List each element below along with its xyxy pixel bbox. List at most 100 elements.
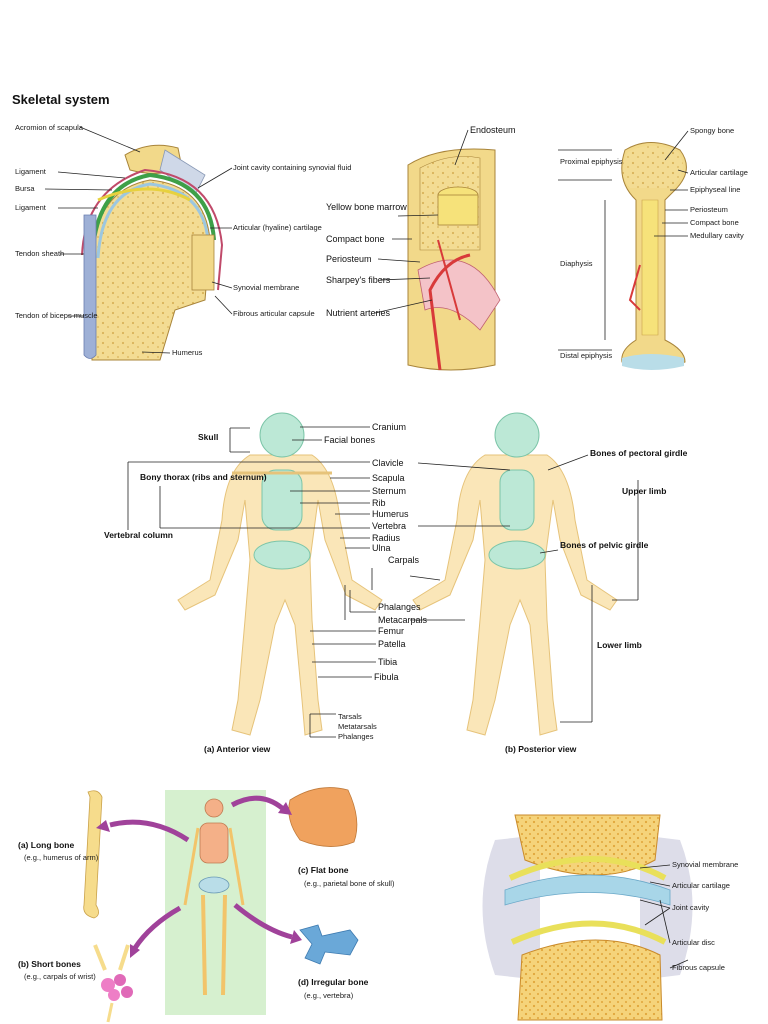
center-label-column: Cranium Facial bones Clavicle Scapula St…: [290, 422, 511, 741]
flat-bone-sample: [288, 787, 358, 847]
label-metatarsals: Metatarsals: [338, 722, 377, 731]
example-short-bones: (e.g., carpals of wrist): [24, 972, 96, 981]
bone-section-figure: Endosteum Yellow bone marrow Compact bon…: [326, 125, 516, 371]
label-cranium: Cranium: [372, 422, 406, 432]
label-articular-cartilage-j: Articular cartilage: [672, 881, 730, 890]
anterior-skull: [259, 412, 305, 458]
label-sternum: Sternum: [372, 486, 406, 496]
short-bones-sample: [93, 944, 133, 1023]
label-endosteum: Endosteum: [470, 125, 516, 135]
label-nutrient-arteries: Nutrient arteries: [326, 308, 391, 318]
title-flat-bone: (c) Flat bone: [298, 865, 349, 875]
group-bony-thorax: Bony thorax (ribs and sternum): [140, 472, 267, 482]
label-medullary-cavity: Medullary cavity: [690, 231, 744, 240]
irregular-bone-sample: [299, 924, 359, 965]
label-humerus-sk: Humerus: [372, 509, 409, 519]
label-compact-bone-lb: Compact bone: [690, 218, 739, 227]
label-tarsals: Tarsals: [338, 712, 362, 721]
label-tendon-sheath: Tendon sheath: [15, 249, 64, 258]
label-distal-epiphysis: Distal epiphysis: [560, 351, 612, 360]
group-skull: Skull: [198, 432, 218, 442]
bone-artery: [628, 264, 641, 311]
caption-anterior: (a) Anterior view: [204, 744, 271, 754]
anterior-ribcage: [261, 469, 303, 531]
long-bone-figure: Proximal epiphysis Diaphysis Distal epip…: [558, 126, 748, 370]
medullary-cavity: [641, 199, 659, 336]
label-patella: Patella: [378, 639, 406, 649]
label-rib: Rib: [372, 498, 386, 508]
label-periosteum: Periosteum: [326, 254, 372, 264]
label-diaphysis: Diaphysis: [560, 259, 593, 268]
bursa-line: [97, 187, 191, 202]
label-carpals: Carpals: [388, 555, 420, 565]
label-fibrous-capsule: Fibrous articular capsule: [233, 309, 315, 318]
label-ligament-2: Ligament: [15, 203, 47, 212]
label-phalanges-hand: Phalanges: [378, 602, 421, 612]
label-spongy-bone: Spongy bone: [690, 126, 734, 135]
lower-cartilage: [510, 920, 667, 945]
label-clavicle: Clavicle: [372, 458, 404, 468]
label-fibrous-capsule-j: Fibrous capsule: [672, 963, 725, 972]
lower-bone-end: [517, 939, 663, 1021]
label-periosteum-lb: Periosteum: [690, 205, 728, 214]
articular-cartilage-line: [96, 182, 210, 259]
example-flat-bone: (e.g., parietal bone of skull): [304, 879, 395, 888]
shoulder-joint-figure: Acromion of scapula Ligament Bursa Ligam…: [15, 123, 351, 361]
skeleton-figure: Skull Bony thorax (ribs and sternum) Ver…: [104, 412, 688, 754]
posterior-ribcage: [499, 469, 535, 531]
anterior-skeleton: [177, 412, 383, 736]
page-title: Skeletal system: [12, 92, 110, 107]
label-epiphyseal-line: Epiphyseal line: [690, 185, 740, 194]
label-ligament-1: Ligament: [15, 167, 47, 176]
label-proximal-epiphysis: Proximal epiphysis: [560, 157, 623, 166]
label-phalanges-foot: Phalanges: [338, 732, 374, 741]
title-long-bone: (a) Long bone: [18, 840, 74, 850]
marrow-cylinder: [437, 194, 479, 226]
group-upper-limb: Upper limb: [622, 486, 666, 496]
label-facial-bones: Facial bones: [324, 435, 376, 445]
label-synovial-membrane-j: Synovial membrane: [672, 860, 738, 869]
label-acromion: Acromion of scapula: [15, 123, 84, 132]
group-vertebral-column: Vertebral column: [104, 530, 173, 540]
posterior-pelvis: [488, 540, 546, 570]
label-articular-cartilage: Articular (hyaline) cartilage: [233, 223, 322, 232]
proximal-spongy: [622, 146, 683, 188]
synovial-membrane-line: [90, 172, 216, 261]
label-compact-bone: Compact bone: [326, 234, 385, 244]
label-tibia: Tibia: [378, 657, 397, 667]
label-humerus: Humerus: [172, 348, 203, 357]
title-short-bones: (b) Short bones: [18, 959, 81, 969]
label-fibula: Fibula: [374, 672, 399, 682]
example-irregular-bone: (e.g., vertebra): [304, 991, 354, 1000]
artery-branch: [437, 239, 461, 321]
label-sharpeys-fibers: Sharpey's fibers: [326, 275, 391, 285]
label-yellow-marrow: Yellow bone marrow: [326, 202, 407, 212]
upper-cartilage: [508, 856, 667, 881]
glenoid-block: [191, 234, 215, 291]
label-ulna: Ulna: [372, 543, 391, 553]
posterior-skull: [494, 412, 540, 458]
articular-disc: [504, 874, 671, 906]
caption-posterior: (b) Posterior view: [505, 744, 577, 754]
label-femur: Femur: [378, 626, 404, 636]
biceps-tendon: [83, 214, 97, 359]
label-scapula: Scapula: [372, 473, 405, 483]
bone-types-figure: (a) Long bone (e.g., humerus of arm) (b)…: [18, 787, 395, 1023]
label-joint-cavity-j: Joint cavity: [672, 903, 709, 912]
example-long-bone: (e.g., humerus of arm): [24, 853, 99, 862]
anterior-pelvis: [253, 540, 311, 570]
label-vertebra: Vertebra: [372, 521, 406, 531]
posterior-skeleton: [412, 412, 618, 736]
label-radius: Radius: [372, 533, 401, 543]
label-articular-disc-j: Articular disc: [672, 938, 715, 947]
label-synovial-membrane: Synovial membrane: [233, 283, 299, 292]
group-pectoral-girdle: Bones of pectoral girdle: [590, 448, 688, 458]
label-joint-cavity: Joint cavity containing synovial fluid: [233, 163, 351, 172]
label-bursa: Bursa: [15, 184, 35, 193]
label-articular-cartilage-lb: Articular cartilage: [690, 168, 748, 177]
synovial-joint-figure: Synovial membrane Articular cartilage Jo…: [482, 814, 738, 1021]
title-irregular-bone: (d) Irregular bone: [298, 977, 369, 987]
long-bone-sample: [83, 790, 103, 919]
label-metacarpals: Metacarpals: [378, 615, 428, 625]
